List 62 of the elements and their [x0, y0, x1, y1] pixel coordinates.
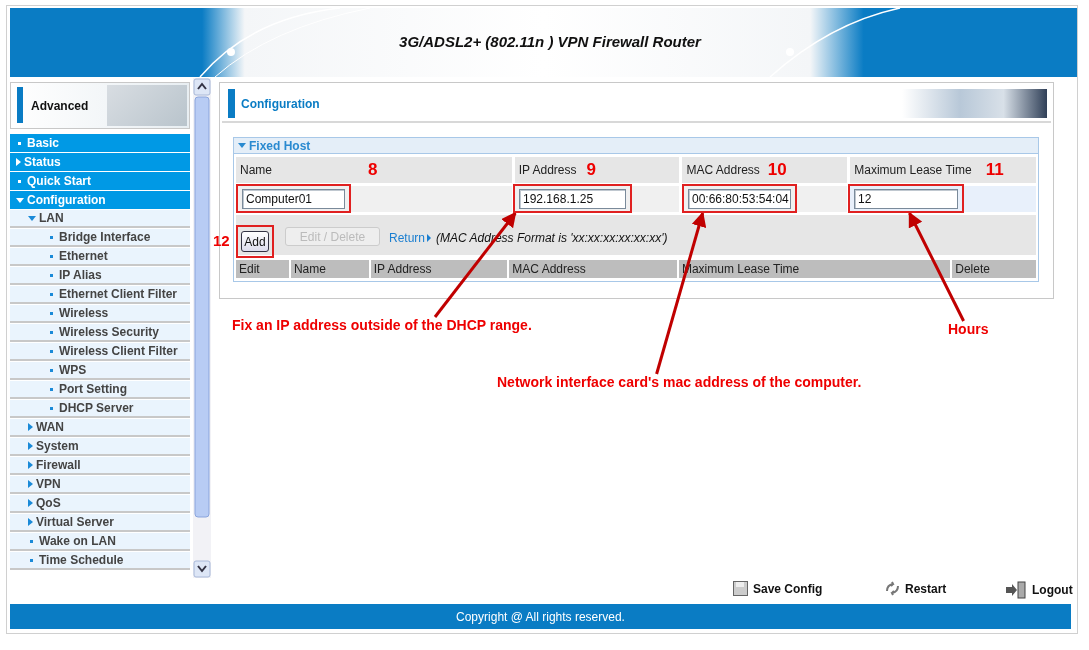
callout-number: 11 [985, 160, 1004, 180]
menu-label: Bridge Interface [59, 230, 151, 244]
menu-label: Port Setting [59, 382, 127, 396]
restart-link: Restart [905, 581, 947, 596]
logout-link: Logout [1032, 583, 1073, 597]
input-field: 192.168.1.25 [519, 188, 626, 209]
menu-label: Firewall [36, 458, 81, 472]
menu-label: Wireless [59, 306, 109, 320]
menu-label: Status [24, 155, 61, 169]
section-title: Configuration [241, 97, 320, 111]
highlight-box [682, 184, 797, 213]
menu-label: QoS [36, 496, 61, 510]
return-link: Return [389, 231, 426, 245]
arrow [655, 211, 707, 375]
callout-number: 12 [213, 232, 230, 249]
highlight-box [236, 225, 274, 258]
callout-number: 10 [767, 160, 787, 180]
highlight-box [513, 184, 632, 213]
input-field: 12 [854, 188, 958, 209]
menu-label: VPN [36, 477, 61, 491]
callout-number: 9 [586, 160, 596, 180]
menu-label: Time Schedule [39, 553, 124, 567]
save-config-link: Save Config [753, 581, 823, 596]
menu-label: Virtual Server [36, 515, 114, 529]
table-header-cell: IP Address [370, 260, 508, 278]
menu-label: Basic [27, 136, 60, 150]
menu-label: LAN [39, 211, 64, 225]
mode-label: Advanced [31, 99, 89, 113]
arrow [908, 211, 965, 322]
panel-title: Fixed Host [249, 138, 311, 153]
input-field: Computer01 [242, 188, 345, 209]
menu-label: Wireless Client Filter [59, 344, 178, 358]
menu-label: Ethernet [59, 249, 108, 263]
column-title: Name [240, 163, 272, 177]
table-header-cell: Edit [236, 260, 289, 278]
column-title: MAC Address [686, 163, 760, 177]
table-header-cell: Name [290, 260, 369, 278]
highlight-box [848, 184, 964, 213]
menu-label: Wireless Security [59, 325, 159, 339]
annotation-text: Fix an IP address outside of the DHCP range. [232, 317, 532, 333]
page-title: 3G/ADSL2+ (802.11n ) VPN Firewall Router [398, 33, 703, 50]
add-button: Add [241, 231, 269, 252]
menu-label: System [36, 439, 79, 453]
arrow [433, 211, 517, 318]
menu-label: Ethernet Client Filter [59, 287, 177, 301]
highlight-box [236, 184, 351, 213]
menu-label: WPS [59, 363, 87, 377]
table-header-cell: Delete [952, 260, 1037, 278]
input-field: 00:66:80:53:54:04 [688, 188, 791, 209]
menu-label: IP Alias [59, 268, 102, 282]
callout-number: 8 [368, 160, 378, 180]
menu-label: Quick Start [27, 174, 92, 188]
annotation-text: Network interface card's mac address of the computer. [497, 374, 862, 390]
column-title: IP Address [518, 163, 577, 177]
menu-label: WAN [36, 420, 64, 434]
menu-label: Wake on LAN [39, 534, 116, 548]
annotation-text: Hours [948, 321, 989, 337]
copyright-text: Copyright @ All rights reserved. [456, 609, 625, 624]
column-title: Maximum Lease Time [854, 163, 972, 177]
menu-label: Configuration [27, 193, 106, 207]
table-header-cell: MAC Address [509, 260, 677, 278]
menu-label: DHCP Server [59, 401, 134, 415]
